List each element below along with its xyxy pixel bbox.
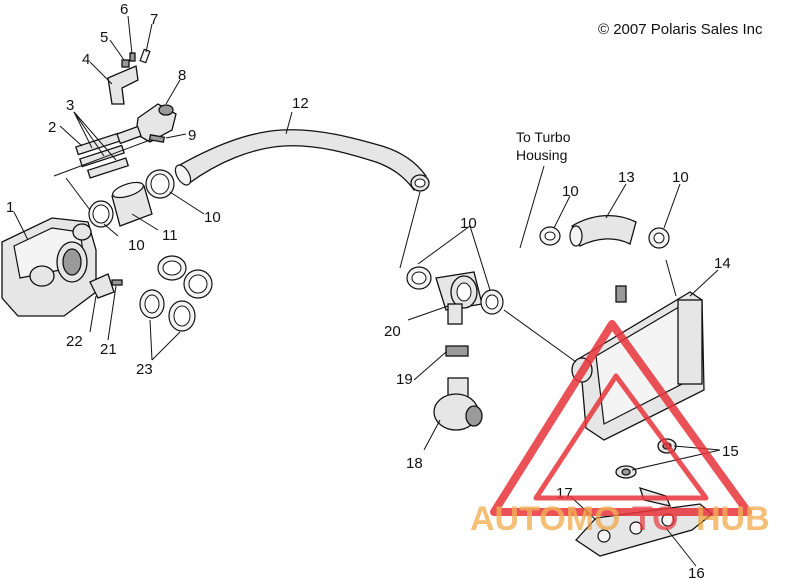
callout-10-left: 10 <box>128 237 145 254</box>
callout-4: 4 <box>82 51 90 68</box>
part-20-tee-coupler <box>435 271 483 325</box>
callout-8: 8 <box>178 67 186 84</box>
part-9-screw <box>148 134 165 143</box>
callout-10-tee: 10 <box>460 215 477 232</box>
part-5-6-7-fasteners <box>121 48 151 68</box>
callout-12: 12 <box>292 95 309 112</box>
copyright-text: © 2007 Polaris Sales Inc <box>598 21 763 38</box>
callout-13: 13 <box>618 169 635 186</box>
callout-10-mid: 10 <box>204 209 221 226</box>
callout-11: 11 <box>162 227 178 244</box>
callout-10-turbo-left: 10 <box>562 183 579 200</box>
callout-21: 21 <box>100 341 117 358</box>
callout-16: 16 <box>688 565 705 580</box>
part-1-housing <box>1 217 97 317</box>
watermark-text-to: TO <box>632 500 679 538</box>
callout-22: 22 <box>66 333 83 350</box>
watermark-text-automo: AUTOMO <box>470 500 620 538</box>
part-12-intake-hose <box>174 129 430 192</box>
part-4-bracket <box>107 65 139 105</box>
part-19-grommet <box>445 345 469 357</box>
callout-19: 19 <box>396 371 413 388</box>
watermark: AUTOMO TO HUB <box>470 320 770 538</box>
callout-18: 18 <box>406 455 423 472</box>
part-23-clamps <box>139 255 213 332</box>
callout-5: 5 <box>100 29 108 46</box>
callout-14: 14 <box>714 255 731 272</box>
part-18-elbow-fitting <box>433 377 483 431</box>
part-13-turbo-hose <box>569 214 637 247</box>
turbo-housing-note: To Turbo Housing <box>516 129 571 163</box>
part-10-clamp-mid <box>145 169 175 199</box>
callout-3: 3 <box>66 97 74 114</box>
callout-15: 15 <box>722 443 739 460</box>
part-10-clamp-turbo-right <box>648 227 670 249</box>
callout-1: 1 <box>6 199 14 216</box>
part-11-coupler <box>111 181 153 227</box>
note-line-1: To Turbo <box>516 129 571 145</box>
part-2-3-hoses <box>75 132 130 179</box>
watermark-text-hub: HUB <box>696 500 770 538</box>
part-10-clamp-a <box>406 266 432 290</box>
part-10-clamp-turbo-left <box>539 226 561 246</box>
part-16-17-bracket <box>575 487 714 557</box>
callout-6: 6 <box>120 1 128 18</box>
watermark-triangle-inner <box>533 373 709 501</box>
part-10-clamp-left <box>88 200 114 228</box>
part-10-clamp-b <box>480 289 504 315</box>
part-21-22-sensor <box>89 273 123 299</box>
callout-10-turbo-right: 10 <box>672 169 689 186</box>
note-line-2: Housing <box>516 147 567 163</box>
callout-23: 23 <box>136 361 153 378</box>
callout-labels: 1 2 3 4 5 6 7 8 9 10 10 10 10 10 11 12 1… <box>6 1 739 580</box>
watermark-triangle-outer <box>490 320 752 516</box>
callout-2: 2 <box>48 119 56 136</box>
callout-7: 7 <box>150 11 158 28</box>
callout-9: 9 <box>188 127 196 144</box>
part-8-solenoid <box>116 103 177 145</box>
callout-20: 20 <box>384 323 401 340</box>
